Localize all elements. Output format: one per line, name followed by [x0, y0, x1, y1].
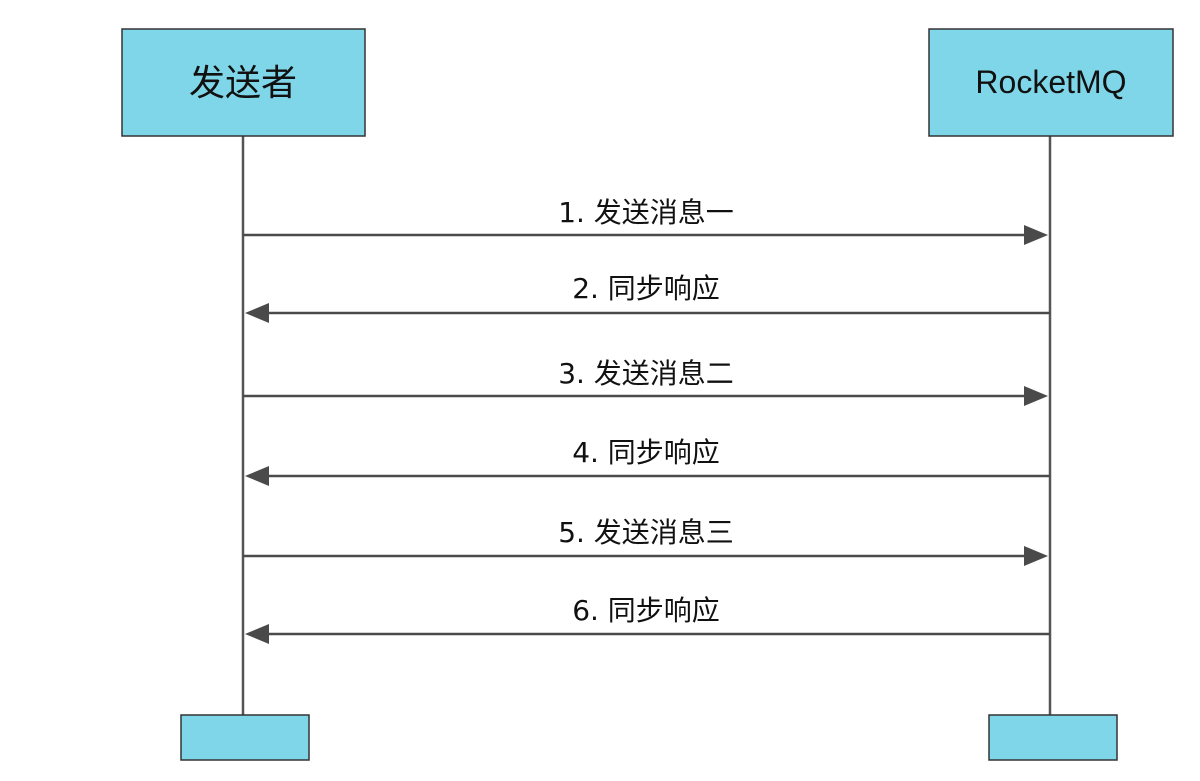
participant-label-sender: 发送者	[189, 63, 297, 104]
participant-box-sender	[121, 28, 366, 137]
arrowhead-right-icon	[1024, 225, 1048, 245]
message-label: 4. 同步响应	[572, 436, 720, 469]
participant-footer-sender	[180, 714, 310, 761]
message-label: 1. 发送消息一	[558, 196, 734, 229]
arrowhead-left-icon	[245, 624, 269, 644]
participant-footer-rocketmq	[988, 714, 1118, 761]
participant-rocketmq: RocketMQ	[928, 28, 1174, 137]
arrowhead-left-icon	[245, 303, 269, 323]
message-5: 5. 发送消息三	[243, 516, 1048, 566]
message-label: 6. 同步响应	[572, 594, 720, 627]
message-2: 2. 同步响应	[245, 272, 1050, 323]
arrowhead-left-icon	[245, 466, 269, 486]
arrowhead-right-icon	[1024, 386, 1048, 406]
message-3: 3. 发送消息二	[243, 357, 1048, 406]
message-4: 4. 同步响应	[245, 436, 1050, 486]
participant-box-rocketmq	[928, 28, 1174, 137]
message-6: 6. 同步响应	[245, 594, 1050, 644]
participant-label-rocketmq: RocketMQ	[975, 64, 1126, 100]
message-label: 3. 发送消息二	[558, 357, 734, 390]
message-label: 5. 发送消息三	[558, 516, 734, 549]
message-label: 2. 同步响应	[572, 272, 720, 305]
message-1: 1. 发送消息一	[243, 196, 1048, 245]
arrowhead-right-icon	[1024, 546, 1048, 566]
participant-sender: 发送者	[121, 28, 366, 137]
